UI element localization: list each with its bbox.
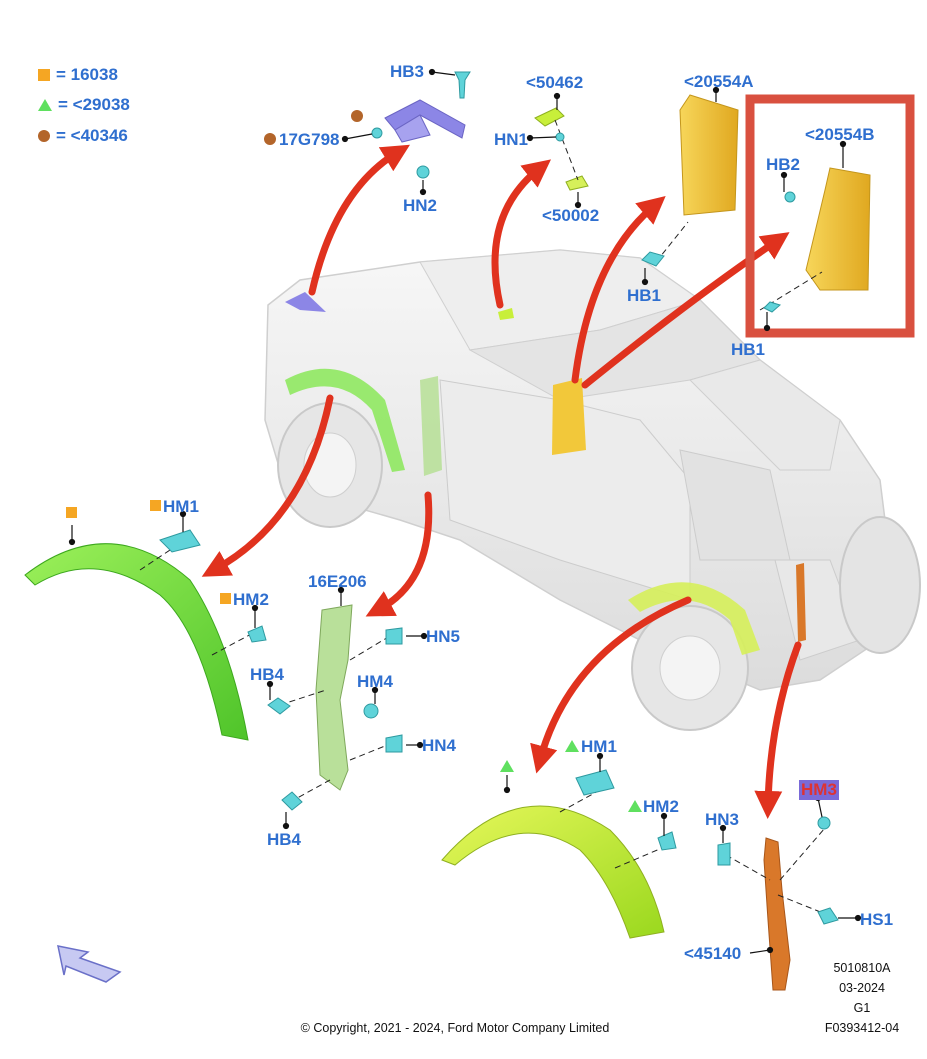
vehicle-body bbox=[264, 249, 921, 731]
fastener-17g798 bbox=[371, 127, 383, 139]
label-50462: <50462 bbox=[526, 73, 584, 92]
arrow-to-clip bbox=[491, 159, 552, 309]
brown-dot-marker-hb3 bbox=[351, 110, 363, 122]
doc-date: 03-2024 bbox=[839, 981, 885, 995]
label-hm3: HM3 bbox=[799, 780, 839, 800]
arrow-to-rear-fender bbox=[530, 596, 692, 774]
rear-fender-on-vehicle bbox=[628, 582, 760, 655]
fastener-hn1 bbox=[555, 132, 565, 142]
fastener-hn3 bbox=[717, 842, 731, 866]
label-50002: <50002 bbox=[542, 206, 600, 225]
legend-row-circle: = <40346 bbox=[38, 126, 128, 146]
clip-on-vehicle bbox=[498, 308, 514, 320]
arrow-to-pillar-a bbox=[571, 195, 666, 384]
callout-arrows bbox=[201, 144, 802, 819]
triangle-marker-rear-fender bbox=[500, 760, 514, 772]
legend-row-triangle: = <29038 bbox=[38, 95, 130, 115]
legend-label: = <40346 bbox=[56, 126, 128, 145]
fastener-hn5 bbox=[385, 627, 403, 645]
fastener-hm3 bbox=[817, 816, 831, 830]
arrow-to-pillar-b bbox=[581, 232, 790, 389]
triangle-legend-icon bbox=[38, 99, 52, 111]
copyright: © Copyright, 2021 - 2024, Ford Motor Com… bbox=[300, 1021, 610, 1035]
fastener-hb3 bbox=[454, 71, 471, 99]
fastener-hm2-front bbox=[247, 625, 267, 643]
leader-lines bbox=[68, 68, 862, 954]
fastener-hb1-a bbox=[641, 251, 665, 267]
cowl-seal-on-vehicle bbox=[420, 376, 442, 476]
clip-lower bbox=[565, 175, 589, 191]
label-hn2: HN2 bbox=[403, 196, 438, 215]
rear-bracket-on-vehicle bbox=[796, 563, 806, 642]
fastener-hb1-b bbox=[763, 301, 782, 313]
front-fender-on-vehicle bbox=[285, 368, 405, 472]
b-pillar-on-vehicle bbox=[552, 378, 586, 455]
fastener-hb4-bottom bbox=[281, 791, 303, 811]
fastener-hb4-top bbox=[267, 697, 291, 715]
label-hb1-b: HB1 bbox=[731, 340, 766, 359]
label-hm1-front: HM1 bbox=[163, 497, 199, 516]
label-hn5: HN5 bbox=[426, 627, 461, 646]
fastener-hn4 bbox=[385, 734, 403, 753]
fastener-hm4 bbox=[363, 703, 379, 719]
label-hb2: HB2 bbox=[766, 155, 801, 174]
legend-label: = 16038 bbox=[56, 65, 118, 84]
clip-upper bbox=[534, 107, 565, 127]
square-marker-hm2-front bbox=[220, 593, 231, 604]
label-hm2-front: HM2 bbox=[233, 590, 269, 609]
legend-label: = <29038 bbox=[58, 95, 130, 114]
circle-legend-icon bbox=[38, 130, 50, 142]
label-hm2-rear: HM2 bbox=[643, 797, 679, 816]
triangle-marker-hm1-rear bbox=[565, 740, 579, 752]
square-marker-hm1-front bbox=[150, 500, 161, 511]
hood-bracket bbox=[384, 99, 466, 143]
label-hb4-bottom: HB4 bbox=[267, 830, 302, 849]
label-16e206: 16E206 bbox=[308, 572, 367, 591]
rear-bracket bbox=[763, 837, 791, 991]
arrow-to-rear-bracket bbox=[754, 641, 802, 819]
doc-number: 5010810A bbox=[833, 961, 891, 975]
label-hb4-top: HB4 bbox=[250, 665, 285, 684]
label-45140: <45140 bbox=[684, 944, 742, 963]
dot-marker-17g798 bbox=[264, 133, 276, 145]
fastener-hn2 bbox=[416, 165, 430, 179]
arrow-to-hood-bracket bbox=[308, 144, 410, 296]
label-hm1-rear: HM1 bbox=[581, 737, 617, 756]
square-legend-icon bbox=[38, 69, 50, 81]
pillar-trim-a bbox=[679, 94, 739, 216]
label-hs1: HS1 bbox=[860, 910, 894, 929]
square-marker-front-fender bbox=[66, 507, 77, 518]
doc-meta: 5010810A 03-2024 G1 F0393412-04 bbox=[812, 960, 912, 1036]
label-hn1: HN1 bbox=[494, 130, 529, 149]
fastener-hm1-rear bbox=[575, 769, 615, 796]
fastener-hm2-rear bbox=[657, 831, 677, 851]
legend-row-square: = 16038 bbox=[38, 65, 118, 85]
front-fender-flare bbox=[24, 543, 249, 741]
label-20554a: <20554A bbox=[684, 72, 754, 91]
fastener-hb2 bbox=[784, 191, 796, 203]
label-hn3: HN3 bbox=[705, 810, 740, 829]
direction-arrow-icon bbox=[57, 945, 122, 983]
figure-id: F0393412-04 bbox=[824, 1021, 900, 1035]
fastener-hs1 bbox=[817, 907, 839, 925]
highlight-box bbox=[745, 94, 915, 338]
hood-bracket-on-vehicle bbox=[285, 292, 326, 312]
label-hb3: HB3 bbox=[390, 62, 425, 81]
rear-fender-flare bbox=[441, 805, 665, 939]
label-hb1-a: HB1 bbox=[627, 286, 662, 305]
triangle-marker-hm2-rear bbox=[628, 800, 642, 812]
pillar-trim-b bbox=[805, 167, 871, 291]
label-hm4: HM4 bbox=[357, 672, 393, 691]
fastener-hm1-front bbox=[159, 529, 201, 553]
label-17g798: 17G798 bbox=[279, 130, 340, 149]
doc-group: G1 bbox=[853, 1001, 871, 1015]
fasteners bbox=[159, 71, 839, 925]
label-hn4: HN4 bbox=[422, 736, 457, 755]
cowl-seal bbox=[315, 604, 353, 791]
label-20554b: <20554B bbox=[805, 125, 875, 144]
arrow-to-seal bbox=[365, 491, 433, 617]
arrow-to-front-fender bbox=[201, 394, 334, 577]
